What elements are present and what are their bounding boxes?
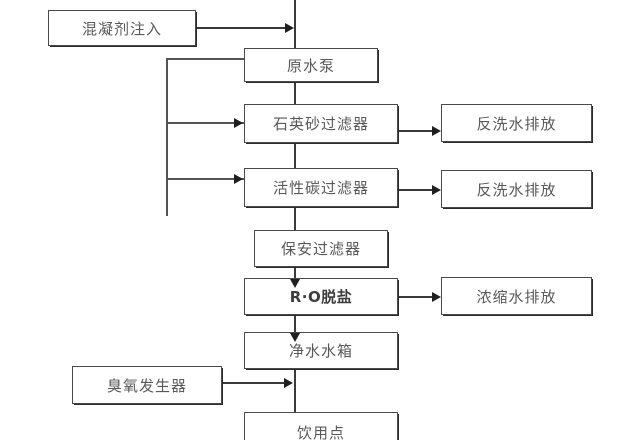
node-backwash-discharge-2[interactable]: 反洗水排放	[441, 170, 592, 208]
node-label: 活性碳过滤器	[272, 179, 369, 197]
node-ozone-generator[interactable]: 臭氧发生器	[72, 366, 222, 404]
node-raw-water-pump[interactable]: 原水泵	[244, 48, 378, 82]
arrow-bypass-to-sand-filter	[234, 118, 243, 128]
arrow-coagulant-to-backbone	[285, 23, 294, 33]
node-label: 净水水箱	[288, 342, 353, 360]
arrow-into-tank	[290, 333, 300, 342]
edge-sand-to-backwash1	[398, 130, 434, 132]
node-security-filter[interactable]: 保安过滤器	[254, 230, 388, 267]
node-label: 原水泵	[286, 56, 335, 75]
node-ro-desalination[interactable]: R·O脱盐	[244, 278, 398, 315]
node-activated-carbon-filter[interactable]: 活性碳过滤器	[244, 168, 398, 207]
node-label: 混凝剂注入	[81, 19, 162, 38]
edge-pump-bypass-top	[166, 58, 246, 60]
edge-ozone-to-backbone	[222, 382, 286, 384]
backbone-segment-top	[294, 0, 296, 48]
edge-bypass-to-sand-filter	[166, 122, 244, 124]
edge-carbon-to-backwash2	[398, 189, 434, 191]
node-label: R·O脱盐	[289, 288, 353, 306]
edge-ro-to-concentrate	[398, 296, 434, 298]
edge-bypass-to-carbon-filter	[166, 178, 244, 180]
arrow-into-ro	[290, 279, 300, 288]
node-label: 反洗水排放	[476, 114, 557, 133]
arrow-ozone-to-backbone	[284, 378, 293, 388]
node-label: 饮用点	[296, 423, 345, 440]
arrow-sand-to-backwash1	[432, 126, 441, 136]
node-drinking-point[interactable]: 饮用点	[244, 412, 398, 440]
node-quartz-sand-filter[interactable]: 石英砂过滤器	[244, 104, 398, 143]
node-purified-water-tank[interactable]: 净水水箱	[244, 332, 398, 369]
arrow-bypass-to-carbon-filter	[234, 174, 243, 184]
node-label: 臭氧发生器	[106, 376, 187, 395]
node-label: 反洗水排放	[476, 180, 557, 199]
backbone-segment-sand-to-carbon	[294, 143, 296, 168]
arrow-ro-to-concentrate	[432, 292, 441, 302]
backbone-segment-ro-to-tank	[294, 315, 296, 337]
node-label: 保安过滤器	[280, 240, 361, 258]
backbone-segment-carbon-to-security	[294, 207, 296, 230]
edge-coagulant-to-backbone	[196, 27, 286, 29]
arrow-carbon-to-backwash2	[432, 185, 441, 195]
node-coagulant-dosing[interactable]: 混凝剂注入	[48, 10, 196, 46]
node-concentrate-discharge[interactable]: 浓缩水排放	[441, 277, 592, 315]
node-label: 石英砂过滤器	[272, 115, 369, 133]
edge-pump-bypass-riser	[166, 58, 168, 216]
node-label: 浓缩水排放	[476, 287, 557, 306]
node-backwash-discharge-1[interactable]: 反洗水排放	[441, 104, 592, 142]
backbone-segment-tank-to-drinking	[294, 338, 296, 416]
